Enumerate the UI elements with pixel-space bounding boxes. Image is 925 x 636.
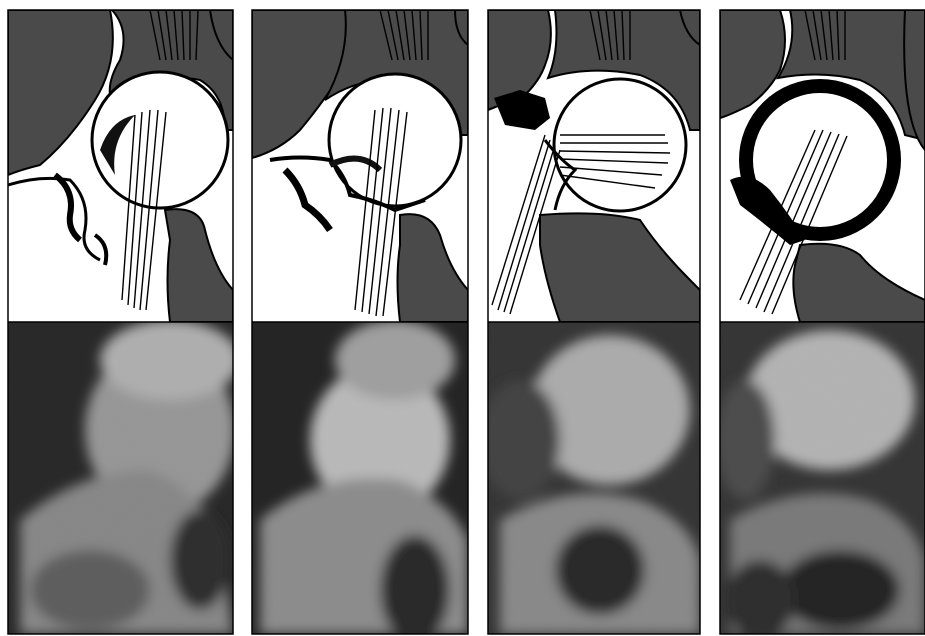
panel-4-drawing bbox=[720, 10, 925, 322]
panel-3-radiograph bbox=[480, 322, 700, 634]
panel-1-radiograph bbox=[8, 320, 240, 634]
panel-4-radiograph bbox=[715, 322, 925, 636]
panel-2-radiograph bbox=[252, 320, 468, 636]
panel-3-drawing bbox=[488, 10, 700, 322]
panel-1-drawing bbox=[8, 10, 233, 322]
panel-2-drawing bbox=[252, 10, 468, 322]
